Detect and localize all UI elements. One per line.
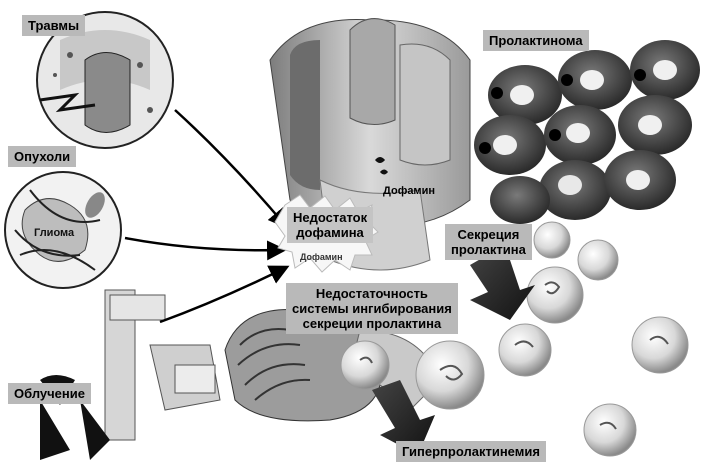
prolactin-secretion-label: Секреция пролактина	[445, 224, 532, 260]
cause-arrows	[125, 110, 285, 322]
prolactinoma-cells-illustration	[474, 40, 700, 224]
dopamine-small-label: Дофамин	[300, 250, 343, 265]
tumors-label: Опухоли	[8, 146, 76, 167]
trauma-label: Травмы	[22, 15, 85, 36]
prolactinoma-label: Пролактинома	[483, 30, 589, 51]
inhibition-failure-label: Недостаточность системы ингибирования се…	[286, 283, 458, 334]
dopamine-label: Дофамин	[383, 184, 435, 199]
radiation-equipment-illustration	[40, 290, 220, 460]
hyperprolactinemia-label: Гиперпролактинемия	[396, 441, 546, 462]
radiation-label: Облучение	[8, 383, 91, 404]
dopamine-deficit-label: Недостаток дофамина	[287, 207, 373, 243]
glioma-label: Глиома	[34, 226, 74, 241]
